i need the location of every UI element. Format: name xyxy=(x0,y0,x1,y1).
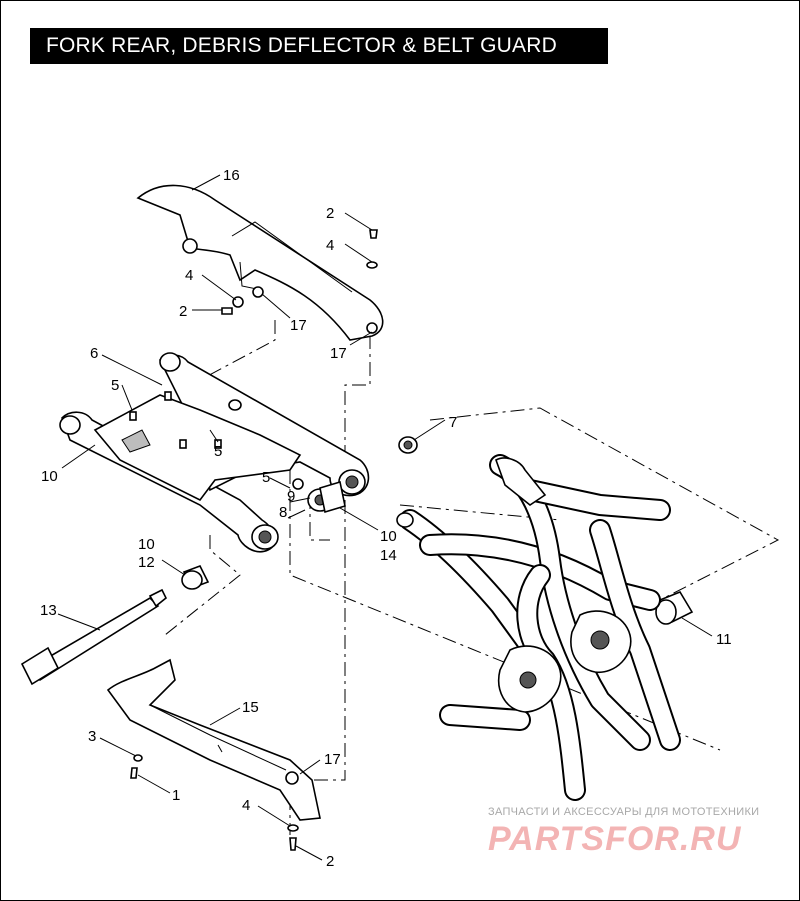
callout-13: 13 xyxy=(40,602,57,619)
callout-17: 17 xyxy=(290,317,307,334)
debris-deflector xyxy=(106,658,321,821)
callout-5: 5 xyxy=(111,377,119,394)
callout-17: 17 xyxy=(330,345,347,362)
callout-3: 3 xyxy=(88,728,96,745)
callout-labels: 16 2 4 4 2 17 17 6 5 5 7 10 5 9 8 10 14 … xyxy=(40,167,732,870)
callout-5: 5 xyxy=(262,469,270,486)
callout-2: 2 xyxy=(326,853,334,870)
callout-10: 10 xyxy=(41,468,58,485)
callout-10: 10 xyxy=(138,536,155,553)
callout-11: 11 xyxy=(716,631,732,648)
callout-16: 16 xyxy=(223,167,240,184)
deflector-hardware xyxy=(130,754,299,851)
callout-5: 5 xyxy=(214,443,222,460)
frame-bushing xyxy=(655,591,694,625)
callout-6: 6 xyxy=(90,345,98,362)
callout-10: 10 xyxy=(380,528,397,545)
callout-4: 4 xyxy=(326,237,334,254)
callout-1: 1 xyxy=(172,787,180,804)
callout-2: 2 xyxy=(326,205,334,222)
axle-spacer xyxy=(181,564,210,590)
callout-7: 7 xyxy=(449,414,457,431)
callout-15: 15 xyxy=(242,699,259,716)
watermark-logo: PARTSFOR.RU xyxy=(488,820,742,858)
watermark-text: ЗАПЧАСТИ И АКСЕССУАРЫ ДЛЯ МОТОТЕХНИКИ xyxy=(488,806,760,818)
callout-4: 4 xyxy=(242,797,250,814)
callout-4: 4 xyxy=(185,267,193,284)
belt-guard xyxy=(136,184,384,341)
callout-17: 17 xyxy=(324,751,341,768)
pivot-shaft xyxy=(20,588,168,686)
frame-section xyxy=(396,454,681,801)
callout-2: 2 xyxy=(179,303,187,320)
pivot-bearings xyxy=(292,436,418,514)
leader-lines xyxy=(57,174,713,861)
callout-12: 12 xyxy=(138,554,155,571)
rear-fork xyxy=(59,352,370,553)
callout-9: 9 xyxy=(287,488,295,505)
page-title: FORK REAR, DEBRIS DEFLECTOR & BELT GUARD xyxy=(30,28,608,64)
callout-8: 8 xyxy=(279,504,287,521)
callout-14: 14 xyxy=(380,547,397,564)
assembly-centerlines xyxy=(164,320,780,835)
